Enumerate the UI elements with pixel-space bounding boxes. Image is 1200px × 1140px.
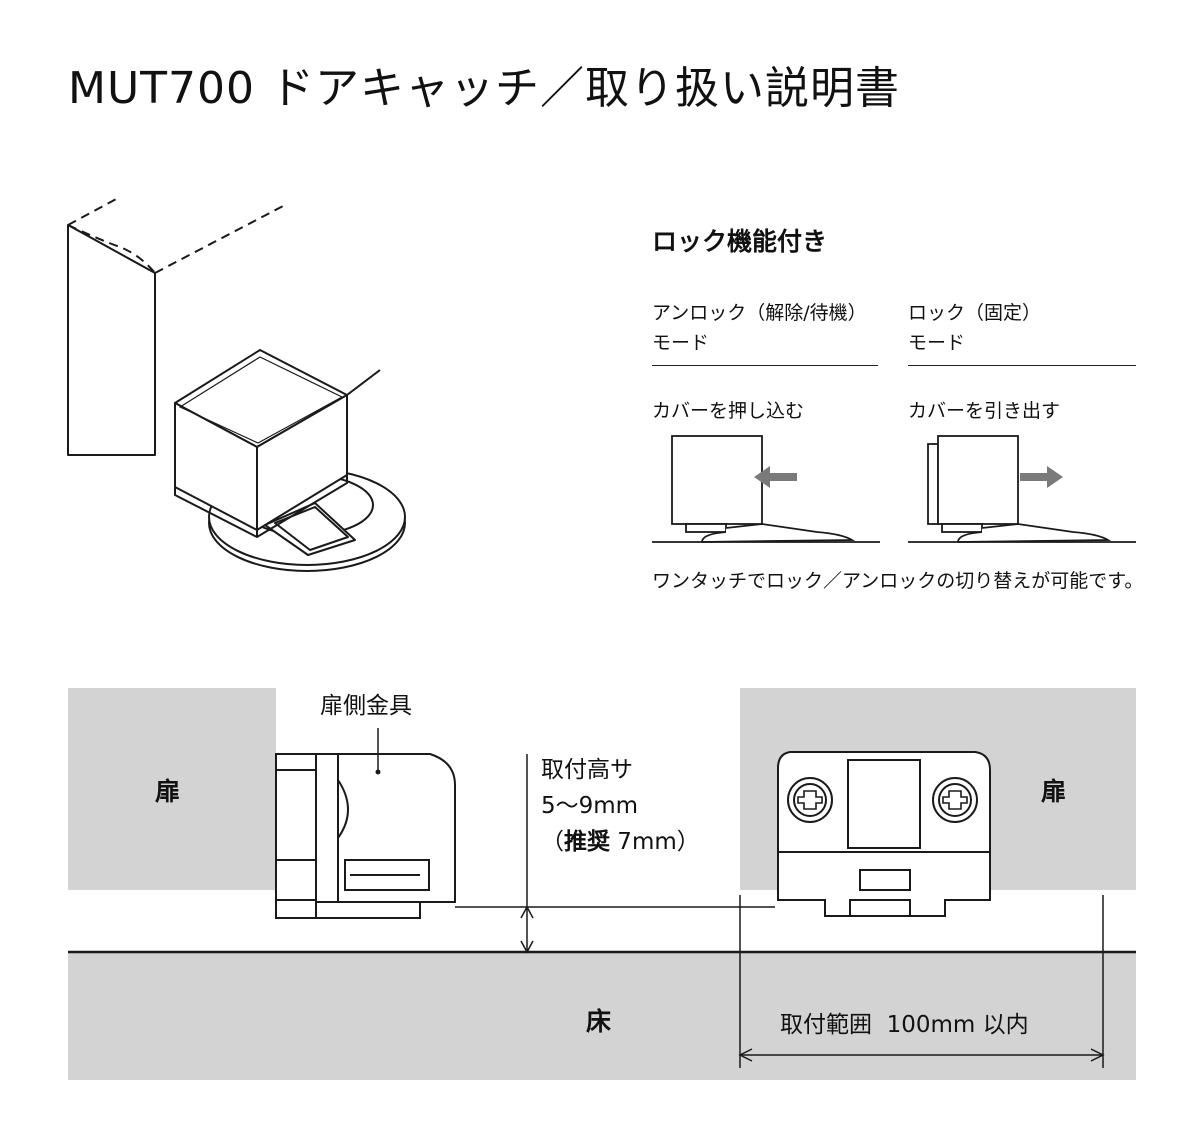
height-dimension [455,754,775,954]
document-title: MUT700 ドアキャッチ／取り扱い説明書 [68,63,901,114]
door-bracket-label: 扉側金具 [320,693,412,719]
cross-section-diagram [68,688,1136,1080]
lock-mode-line2: モード [908,332,966,354]
height-label-line3: （推奨 7mm） [541,824,700,860]
unlock-mode-action: カバーを押し込む [652,400,805,422]
lock-mode-label: ロック（固定） モード [908,298,1041,358]
unlock-mode-line2: モード [652,332,710,354]
height-label-value: 7mm） [610,829,700,855]
height-label: 取付高サ 5～9mm （推奨 7mm） [541,752,700,860]
range-dimension [738,895,1105,1068]
height-label-line2: 5～9mm [541,793,639,819]
pull-out-arrow-icon [1020,466,1063,488]
height-label-prefix: （ [541,829,564,855]
lock-mode-divider [908,365,1136,366]
push-in-arrow-icon [754,466,797,488]
floor-panel [68,952,1136,1080]
unlock-mode-label: アンロック（解除/待機） モード [652,298,867,358]
height-label-bold: 推奨 [564,829,610,855]
height-label-line1: 取付高サ [541,757,633,783]
product-illustration [67,196,406,572]
screw-icon-left [793,783,827,817]
lock-switch-note: ワンタッチでロック／アンロックの切り替えが可能です。 [652,570,1144,592]
door-label-right: 扉 [1041,777,1067,806]
door-panel-left [68,688,276,890]
lock-feature-heading: ロック機能付き [652,227,828,256]
unlock-mode-line1: アンロック（解除/待機） [652,302,867,324]
screw-icon-right [938,783,972,817]
door-label-left: 扉 [155,777,181,806]
door-bracket-drawing [275,753,456,919]
lock-mode-action: カバーを引き出す [908,400,1061,422]
lock-mode-illustration [908,435,1136,543]
unlock-mode-divider [652,365,878,366]
unlock-mode-illustration [652,435,880,543]
lock-mode-line1: ロック（固定） [908,302,1042,324]
floor-label: 床 [586,1007,612,1036]
floor-bracket-drawing [777,751,991,917]
range-label: 取付範囲 100mm 以内 [780,1012,1029,1038]
